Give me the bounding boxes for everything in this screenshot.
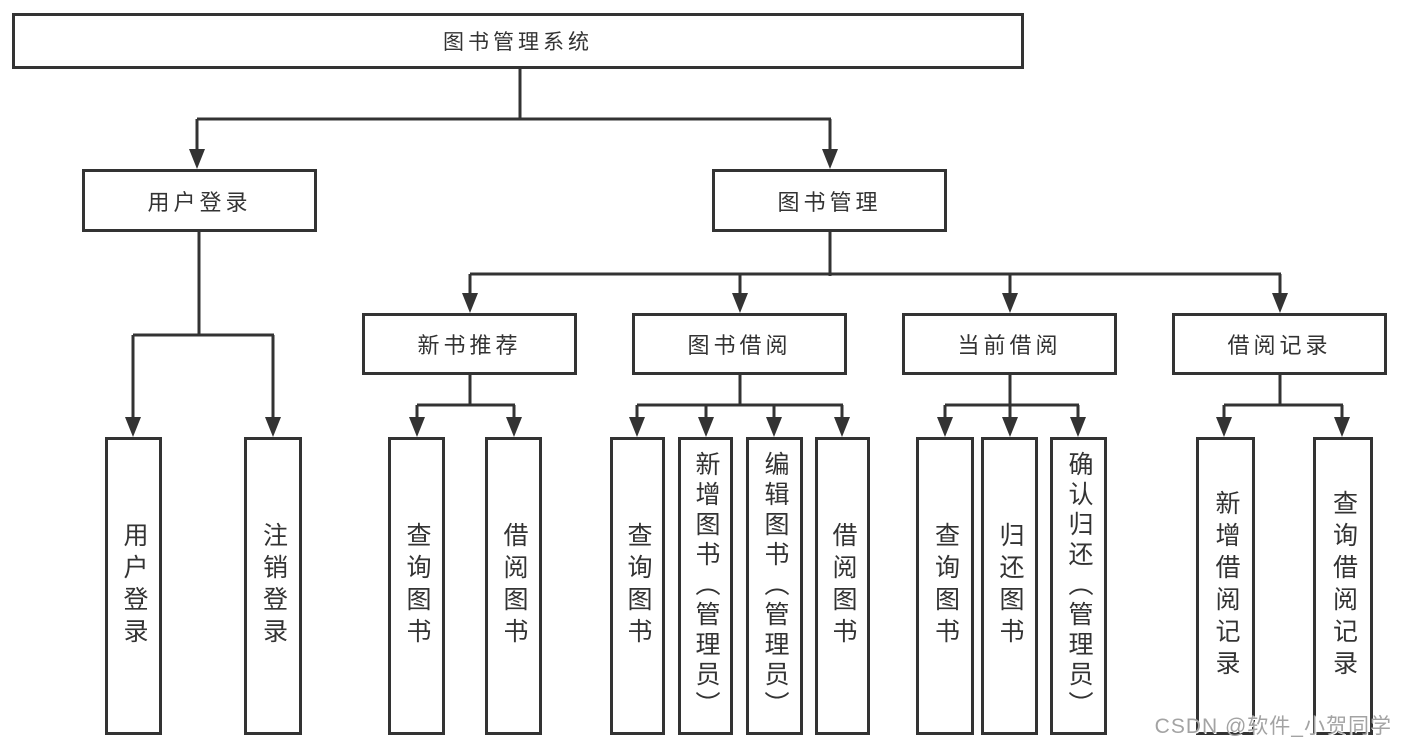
root-node-label: 图书管理系统	[443, 31, 593, 54]
level3-node-borrowing-records: 借阅记录	[1172, 313, 1387, 375]
level2-node-book-management: 图书管理	[712, 169, 947, 232]
level2-node-user-login: 用户登录	[82, 169, 317, 232]
leaf-node-label: 新增图书（管理员）	[692, 451, 720, 721]
leaf-node-label: 确认归还（管理员）	[1065, 451, 1093, 721]
level3-node-label: 借阅记录	[1227, 333, 1332, 358]
leaf-node-return-books: 归还图书	[981, 437, 1038, 735]
leaf-node-label: 查询图书	[403, 522, 431, 650]
leaf-node-borrow-books-borrowing: 借阅图书	[815, 437, 870, 735]
leaf-node-label: 编辑图书（管理员）	[761, 451, 789, 721]
leaf-node-logout: 注销登录	[244, 437, 302, 735]
leaf-node-query-books-borrowing: 查询图书	[610, 437, 665, 735]
watermark: CSDN @软件_小贺同学	[1154, 715, 1392, 738]
level3-node-label: 新书推荐	[417, 333, 522, 358]
leaf-node-query-borrow-record: 查询借阅记录	[1313, 437, 1373, 735]
leaf-node-confirm-return-admin: 确认归还（管理员）	[1050, 437, 1107, 735]
leaf-node-label: 借阅图书	[500, 522, 528, 650]
leaf-node-user-login: 用户登录	[105, 437, 162, 735]
leaf-node-label: 查询图书	[624, 522, 652, 650]
leaf-node-edit-books-admin: 编辑图书（管理员）	[746, 437, 803, 735]
leaf-node-label: 新增借阅记录	[1212, 490, 1240, 682]
connector-lines	[131, 69, 1344, 418]
leaf-node-label: 查询图书	[931, 522, 960, 650]
leaf-node-query-books-recommend: 查询图书	[388, 437, 445, 735]
level3-node-new-book-recommend: 新书推荐	[362, 313, 577, 375]
level3-node-label: 当前借阅	[957, 333, 1062, 358]
level2-node-label: 图书管理	[777, 189, 882, 215]
arrowheads	[125, 149, 1350, 437]
level3-node-label: 图书借阅	[687, 333, 792, 358]
level2-node-label: 用户登录	[147, 189, 252, 215]
leaf-node-add-books-admin: 新增图书（管理员）	[678, 437, 733, 735]
leaf-node-label: 归还图书	[996, 522, 1024, 650]
leaf-node-label: 借阅图书	[829, 522, 857, 650]
leaf-node-label: 注销登录	[259, 522, 288, 650]
level3-node-current-borrowing: 当前借阅	[902, 313, 1117, 375]
leaf-node-borrow-books-recommend: 借阅图书	[485, 437, 542, 735]
leaf-node-query-books-current: 查询图书	[916, 437, 974, 735]
leaf-node-label: 查询借阅记录	[1329, 490, 1358, 682]
level3-node-book-borrowing: 图书借阅	[632, 313, 847, 375]
root-node-library-system: 图书管理系统	[12, 13, 1024, 69]
leaf-node-label: 用户登录	[120, 522, 148, 650]
leaf-node-add-borrow-record: 新增借阅记录	[1196, 437, 1255, 735]
